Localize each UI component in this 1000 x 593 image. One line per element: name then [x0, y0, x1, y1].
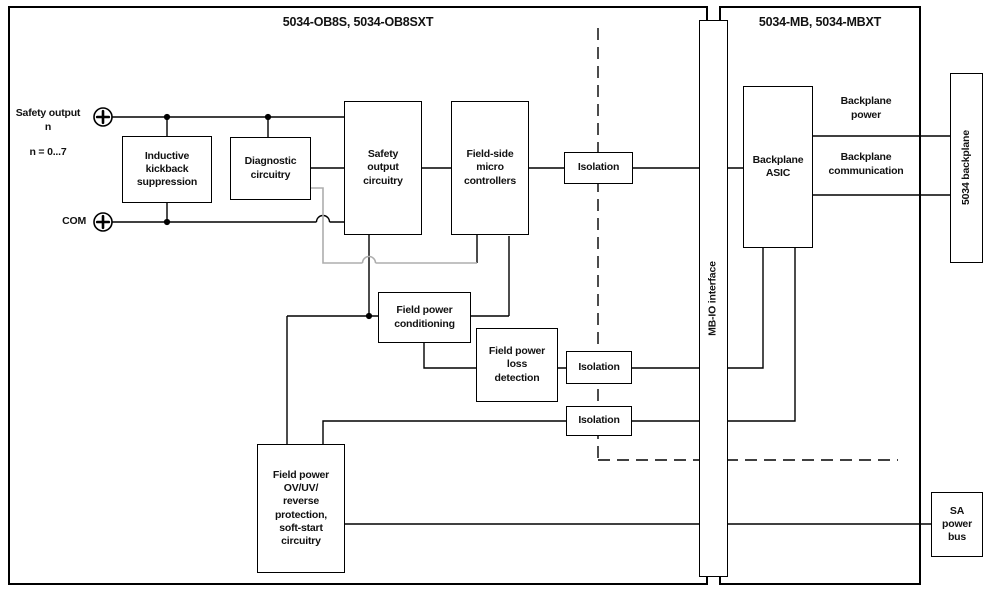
block-5034-backplane: 5034 backplane: [950, 73, 983, 263]
block-label: Safety output circuitry: [363, 148, 403, 187]
block-sa-power-bus: SA power bus: [931, 492, 983, 557]
com-wire: [112, 203, 344, 223]
junction-dot: [163, 218, 171, 226]
block-label: Field power conditioning: [394, 304, 455, 330]
isolation-boundary-dashed: [597, 28, 898, 461]
block-label: Inductive kickback suppression: [136, 149, 198, 189]
block-inductive-kickback: Inductive kickback suppression: [122, 136, 212, 203]
block-label: SA power bus: [942, 504, 972, 544]
junction-dots: [163, 113, 373, 320]
block-mb-io-interface: MB-IO interface: [699, 20, 728, 577]
block-safety-output-circuitry: Safety output circuitry: [344, 101, 422, 235]
block-field-side-microcontrollers: Field-side micro controllers: [451, 101, 529, 235]
junction-dot: [365, 312, 373, 320]
block-backplane-asic: Backplane ASIC: [743, 86, 813, 248]
block-label: Field power loss detection: [488, 345, 546, 384]
protection-isolation-wires: [322, 248, 796, 444]
loss-detect-wires: [423, 248, 764, 369]
backplane-communication-label: Backplane communication: [828, 151, 904, 177]
block-label: Field power OV/UV/ reverse protection, s…: [272, 469, 330, 547]
block-diagnostic-circuitry: Diagnostic circuitry: [230, 137, 311, 200]
block-label: Field-side micro controllers: [463, 148, 517, 187]
safety-output-label: Safety output n: [15, 107, 81, 133]
field-power-wires: [286, 235, 510, 444]
block-label: Diagnostic circuitry: [244, 155, 297, 181]
signal-wires: [112, 116, 950, 525]
block-isolation-1: Isolation: [564, 152, 633, 184]
backplane-power-label: Backplane power: [840, 95, 892, 121]
block-label: Isolation: [578, 414, 620, 427]
diagnostic-feedback-wire: [311, 187, 477, 264]
block-label: Isolation: [577, 161, 620, 174]
junction-dot: [163, 113, 171, 121]
block-field-power-conditioning: Field power conditioning: [378, 292, 471, 343]
com-terminal-icon: [93, 212, 113, 232]
safety-output-wire: [112, 116, 344, 137]
block-label: 5034 backplane: [959, 130, 972, 206]
block-field-power-protection: Field power OV/UV/ reverse protection, s…: [257, 444, 345, 573]
block-label: Backplane ASIC: [752, 153, 804, 179]
section-title-mb: 5034-MB, 5034-MBXT: [758, 15, 882, 29]
terminals: [93, 107, 113, 232]
junction-dot: [264, 113, 272, 121]
safety-output-terminal-icon: [93, 107, 113, 127]
section-title-ob8s: 5034-OB8S, 5034-OB8SXT: [282, 15, 434, 29]
block-isolation-3: Isolation: [566, 406, 632, 436]
block-label: Isolation: [578, 360, 620, 373]
block-isolation-2: Isolation: [566, 351, 632, 384]
block-field-power-loss-detection: Field power loss detection: [476, 328, 558, 402]
block-label: MB-IO interface: [706, 261, 719, 336]
com-label: COM: [62, 215, 86, 227]
safety-range-label: n = 0...7: [29, 146, 67, 158]
